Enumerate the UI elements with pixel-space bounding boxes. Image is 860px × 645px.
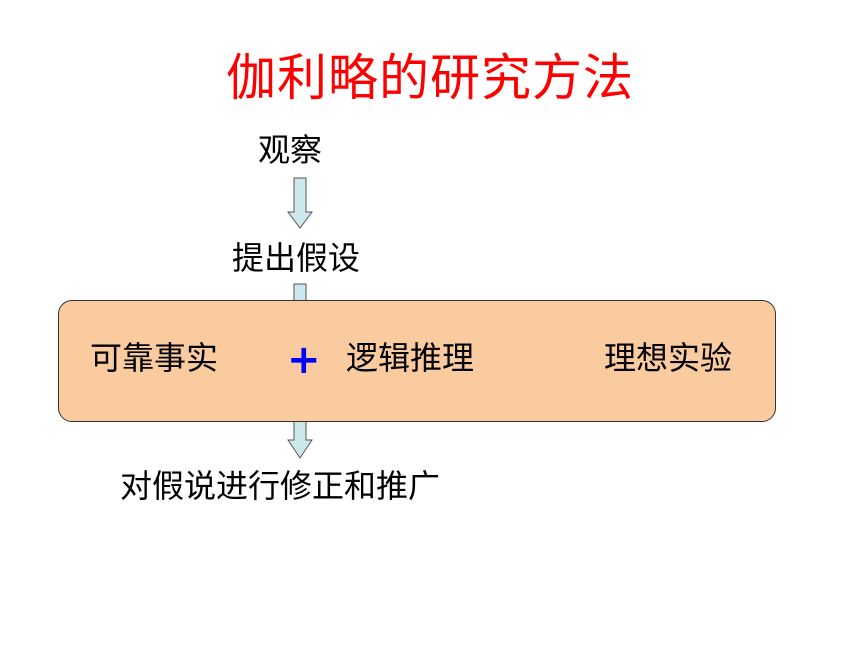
- method-box: [58, 300, 776, 422]
- box-ideal-experiment: 理想实验: [604, 339, 733, 377]
- page-title: 伽利略的研究方法: [226, 49, 634, 107]
- plus-sign: +: [287, 337, 321, 383]
- down-arrow-1: [287, 177, 313, 229]
- step-hypothesis: 提出假设: [232, 239, 361, 277]
- step-conclusion: 对假说进行修正和推广: [120, 467, 441, 505]
- step-observe: 观察: [258, 131, 323, 169]
- box-logic: 逻辑推理: [346, 339, 475, 377]
- box-fact: 可靠事实: [90, 339, 219, 377]
